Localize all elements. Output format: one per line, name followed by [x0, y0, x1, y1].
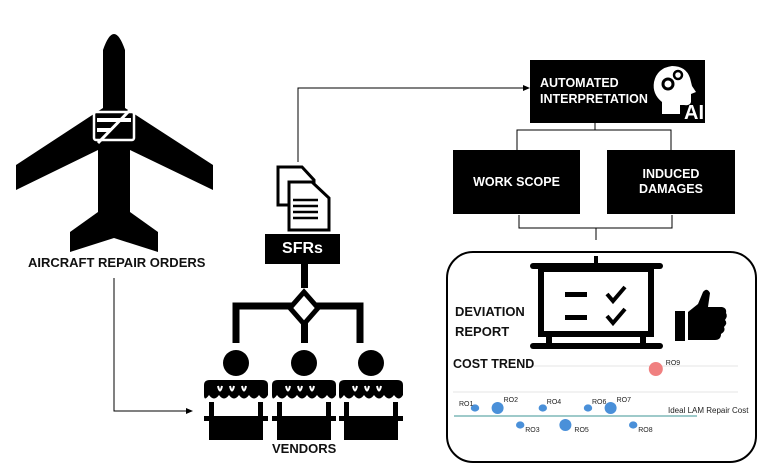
vendors-label: VENDORS	[272, 441, 337, 456]
cost-point-label-ro7: RO7	[617, 397, 632, 404]
cost-point-ro6	[583, 404, 593, 412]
connector-sfrs-to-automated	[297, 85, 530, 162]
connector-aircraft-to-vendors	[113, 278, 193, 414]
automated-interpretation-box[interactable]: AUTOMATED INTERPRETATION AI	[530, 60, 705, 123]
thumbs-up-icon	[675, 289, 727, 341]
cost-trend-title: COST TREND	[453, 357, 535, 371]
cost-point-label-ro8: RO8	[638, 427, 653, 434]
cost-point-ro9	[648, 362, 663, 376]
ideal-cost-label: Ideal LAM Repair Cost	[668, 406, 749, 415]
cost-point-ro1	[470, 404, 480, 412]
induced-damages-box[interactable]: INDUCED DAMAGES	[607, 150, 735, 214]
cost-point-label-ro6: RO6	[592, 399, 607, 406]
deviation-label-line1: DEVIATION	[455, 304, 525, 319]
cost-point-ro3	[516, 421, 525, 429]
airplane-icon	[16, 34, 213, 252]
ai-label: AI	[684, 102, 704, 122]
cost-point-label-ro9: RO9	[666, 360, 681, 367]
deviation-label-line2: REPORT	[455, 324, 510, 340]
cost-point-label-ro1: RO1	[459, 401, 474, 408]
sfrs-box[interactable]: SFRs	[265, 234, 340, 264]
cost-point-label-ro2: RO2	[504, 397, 518, 404]
cost-point-ro8	[629, 421, 638, 429]
work-scope-label: WORK SCOPE	[473, 174, 560, 189]
aircraft-repair-orders-label: AIRCRAFT REPAIR ORDERS	[28, 255, 206, 270]
automated-label-line1: AUTOMATED	[540, 75, 619, 90]
vendor-hierarchy-connector	[232, 264, 364, 343]
presentation-board-icon	[530, 256, 663, 349]
cost-point-ro5	[559, 419, 572, 431]
vendor-stall-icon-3	[339, 350, 403, 440]
work-scope-box[interactable]: WORK SCOPE	[453, 150, 580, 214]
induced-label-line1: INDUCED	[642, 167, 700, 181]
cost-point-label-ro4: RO4	[547, 399, 562, 406]
cost-point-ro4	[538, 404, 547, 412]
deviation-report-panel	[446, 251, 757, 463]
cost-point-ro2	[491, 402, 504, 414]
cost-point-ro7	[604, 402, 617, 414]
deviation-report-label: DEVIATION REPORT	[455, 302, 525, 342]
ai-head-gears-icon: AI	[653, 66, 704, 122]
connector-automated-to-outputs	[516, 123, 672, 150]
vendor-stall-icon-1	[204, 350, 268, 440]
sfrs-label: SFRs	[282, 240, 323, 258]
connector-outputs-to-report	[518, 215, 673, 240]
automated-label-line2: INTERPRETATION	[540, 91, 648, 106]
cost-point-label-ro5: RO5	[574, 427, 589, 434]
induced-label-line2: DAMAGES	[639, 182, 703, 196]
cost-point-label-ro3: RO3	[525, 427, 540, 434]
vendor-stall-icon-2	[272, 350, 336, 440]
documents-icon	[276, 165, 331, 232]
